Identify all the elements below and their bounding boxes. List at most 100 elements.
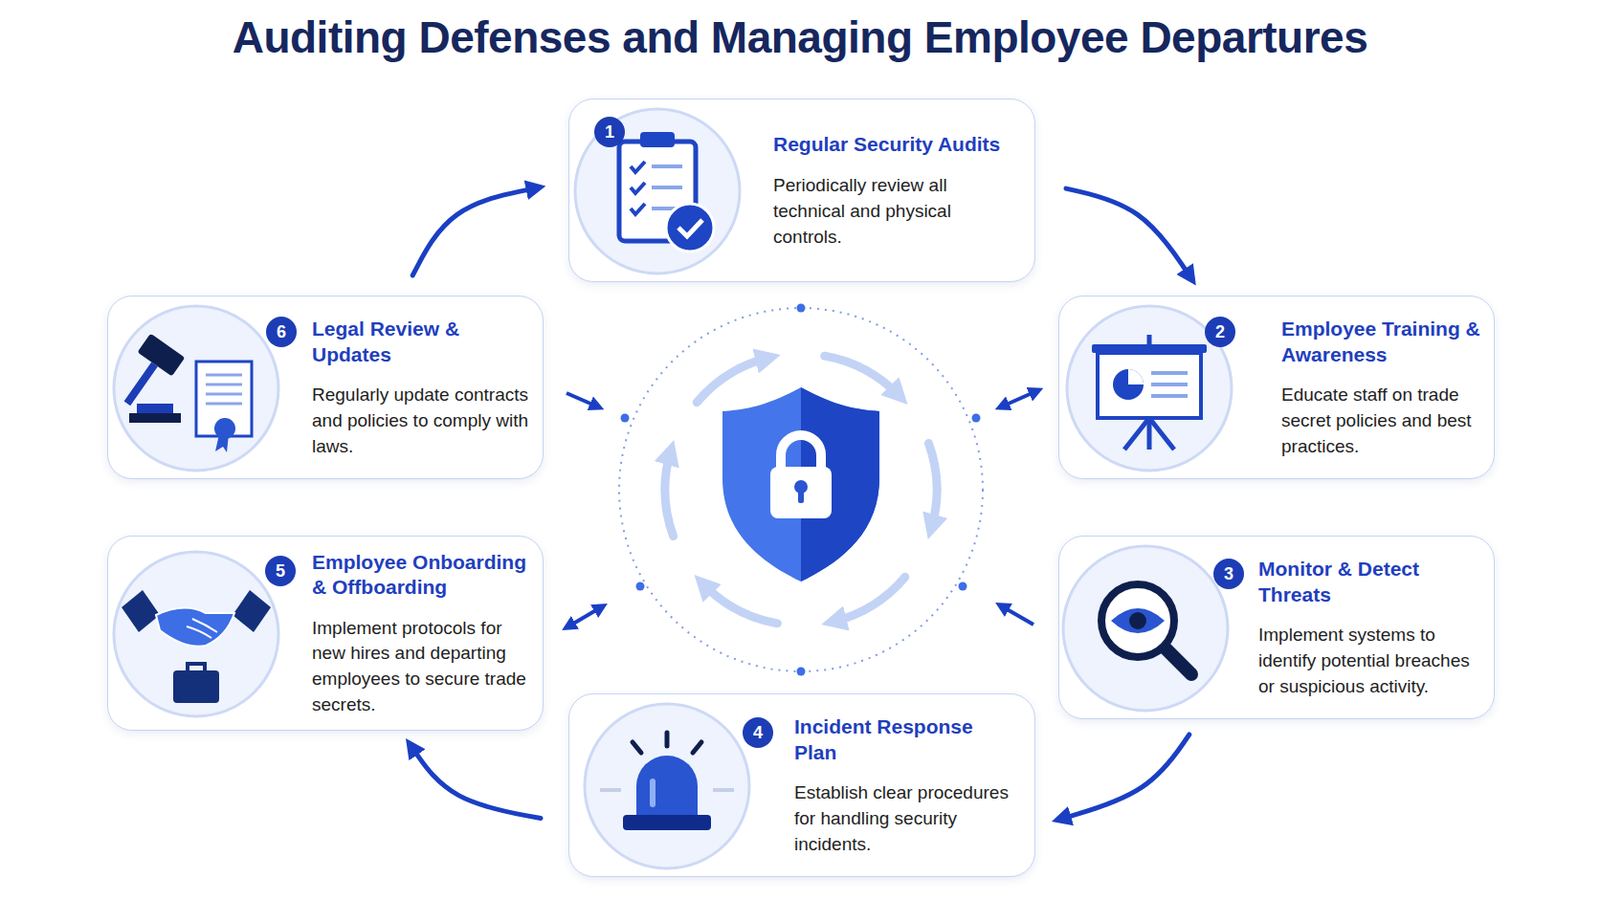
siren-ray [692, 742, 702, 754]
icon-circle [575, 109, 740, 274]
icon-group [113, 552, 279, 717]
pointer-arrow [566, 393, 598, 407]
ring-dot [621, 414, 630, 423]
step-card: Employee Training & AwarenessEducate sta… [1058, 295, 1495, 480]
cycle-connector [1066, 188, 1190, 276]
list-line [651, 164, 683, 169]
icon [569, 694, 761, 879]
siren-ray [712, 788, 734, 793]
card-heading: Legal Review & Updates [311, 316, 533, 368]
callout-number: 4 [742, 717, 774, 749]
briefcase [173, 670, 220, 704]
chart-line [1151, 382, 1188, 387]
keyhole [798, 487, 804, 504]
title: Auditing Defenses and Managing Employee … [0, 11, 1600, 64]
card-body: Implement systems to identify potential … [1258, 622, 1489, 701]
seal [214, 418, 236, 440]
step-card: Employee Onboarding & OffboardingImpleme… [107, 535, 544, 732]
step-card: Incident Response PlanEstablish clear pr… [568, 693, 1036, 878]
pupil [1129, 612, 1147, 630]
card-body: Educate staff on trade secret policies a… [1281, 382, 1485, 461]
ring-dot [958, 582, 968, 592]
pie-slice [1128, 369, 1144, 385]
ring-dot [972, 414, 981, 423]
easel-leg [1124, 418, 1150, 450]
icon-circle [113, 306, 279, 471]
eye [1111, 608, 1165, 634]
icon-circle [584, 704, 750, 869]
card-body: Establish clear procedures for handling … [794, 780, 1020, 859]
pie-chart [1112, 369, 1144, 400]
card-text: Employee Training & AwarenessEducate sta… [1281, 316, 1485, 460]
card-heading: Employee Training & Awareness [1281, 316, 1485, 368]
document-line [205, 383, 243, 387]
pointer-arrow [1001, 606, 1034, 625]
chart-line [1151, 371, 1188, 376]
callout-number: 3 [1213, 558, 1245, 590]
ring-dot [797, 667, 806, 677]
icon-circle [1063, 546, 1228, 712]
card-text: Incident Response PlanEstablish clear pr… [794, 714, 1020, 858]
step-card: Monitor & Detect ThreatsImplement system… [1058, 535, 1495, 720]
card-heading: Regular Security Audits [773, 132, 1013, 157]
icon-group [110, 306, 279, 471]
check-mark [678, 220, 703, 237]
gavel-base [129, 413, 181, 423]
easel-top [1147, 334, 1153, 345]
document-line [205, 402, 243, 406]
chart-line [1151, 394, 1188, 399]
icon-group [1063, 546, 1228, 712]
board [1097, 353, 1201, 419]
list-line [651, 185, 683, 190]
gavel-head [137, 333, 186, 378]
pointer-arrow [1001, 391, 1037, 407]
easel-leg [1149, 418, 1175, 450]
cycle-arrow [665, 452, 674, 537]
document-line [205, 374, 243, 378]
siren-base [622, 815, 712, 831]
siren-ray [665, 733, 670, 747]
callout-number: 2 [1204, 316, 1236, 348]
cycle-arrow [833, 577, 905, 623]
lock-shackle [780, 435, 822, 471]
clipboard-clip [640, 132, 675, 148]
card-text: Legal Review & UpdatesRegularly update c… [311, 316, 533, 460]
step-card: Regular Security AuditsPeriodically revi… [568, 98, 1036, 283]
document-line [205, 393, 243, 397]
card-heading: Employee Onboarding & Offboarding [311, 550, 537, 601]
sleeve [121, 590, 160, 633]
briefcase-handle [187, 664, 205, 671]
cycle-connector [412, 188, 534, 276]
icon-circle [113, 552, 279, 717]
cycle-connector [1063, 734, 1190, 820]
dotted-ring [619, 308, 983, 672]
icon-group [584, 704, 750, 869]
icon-group [575, 109, 740, 274]
card-text: Monitor & Detect ThreatsImplement system… [1258, 556, 1489, 700]
card-text: Regular Security AuditsPeriodically revi… [773, 132, 1013, 250]
card-body: Periodically review all technical and ph… [773, 173, 1013, 251]
callout-number: 1 [594, 116, 625, 148]
card-body: Regularly update contracts and policies … [311, 382, 533, 461]
check-badge [666, 203, 714, 252]
cycle-arrow [696, 357, 768, 403]
pointer-arrow [568, 607, 601, 627]
check-mark [630, 161, 645, 173]
card-heading: Monitor & Detect Threats [1258, 556, 1489, 608]
card-heading: Incident Response Plan [794, 714, 1020, 766]
gavel [110, 333, 185, 417]
check-mark [630, 203, 645, 215]
card-body: Implement protocols for new hires and de… [311, 616, 537, 720]
ring-dot [797, 304, 806, 313]
callout-number: 5 [265, 555, 296, 587]
card-text: Employee Onboarding & OffboardingImpleme… [311, 550, 537, 719]
cycle-connector [412, 748, 541, 819]
magnifier-lens [1101, 584, 1175, 658]
callout-number: 6 [266, 316, 297, 348]
step-card: Legal Review & UpdatesRegularly update c… [107, 295, 544, 480]
cycle-arrow [928, 443, 937, 528]
siren-ray [632, 742, 642, 754]
cycle-arrow [703, 584, 778, 624]
siren-shine [649, 778, 656, 808]
